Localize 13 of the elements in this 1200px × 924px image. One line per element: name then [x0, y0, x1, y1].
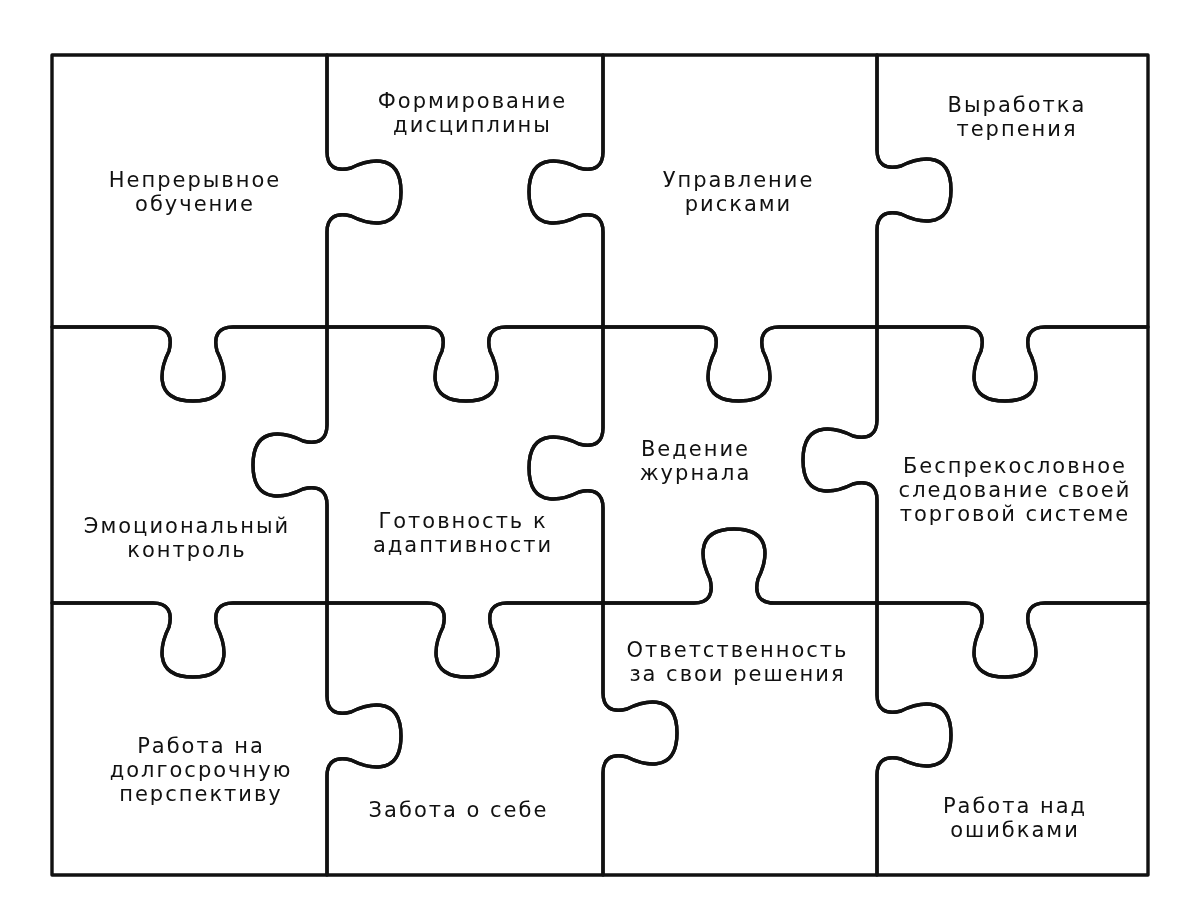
piece-label: Непрерывное обучение	[108, 168, 282, 216]
piece-label: Ведение журнала	[639, 437, 752, 485]
piece-label: Ответственность за свои решения	[626, 638, 849, 686]
piece-label: Формирование дисциплины	[377, 89, 568, 137]
piece-label: Управление рисками	[662, 168, 815, 216]
piece-label: Выработка терпения	[947, 93, 1087, 141]
piece-label: Работа на долгосрочную перспективу	[109, 734, 293, 806]
piece-label: Эмоциональный контроль	[83, 514, 291, 562]
puzzle-piece	[875, 601, 1150, 877]
piece-label: Забота о себе	[368, 798, 549, 822]
piece-label: Работа над ошибками	[942, 794, 1088, 842]
piece-label: Готовность к адаптивности	[372, 509, 554, 557]
piece-label: Беспрекословное следование своей торговой системе	[898, 454, 1132, 526]
